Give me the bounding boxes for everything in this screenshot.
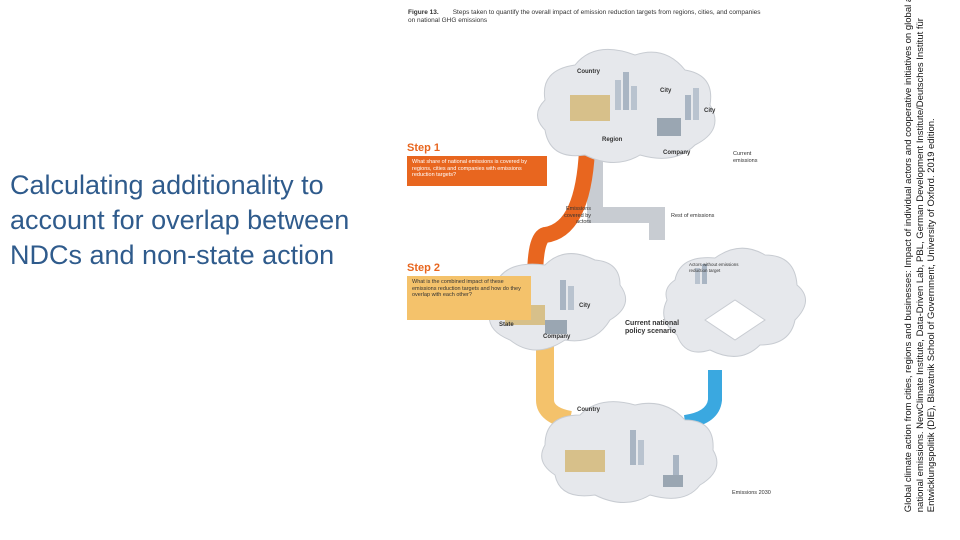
label-country-bottom: Country [577, 407, 600, 413]
cloud-middle-right [663, 247, 806, 357]
source-citation: Global climate action from cities, regio… [883, 0, 960, 540]
cloud-top [537, 48, 716, 163]
orange-ribbon [527, 149, 595, 281]
label-emissions-covered: Emissions covered by actors [564, 206, 591, 225]
cloud-bottom [541, 401, 718, 503]
label-actors-without-target: Actors without emissions reduction targe… [689, 262, 739, 273]
label-current-policy: Current national policy scenario [625, 320, 680, 335]
yellow-ribbon [536, 345, 573, 429]
source-text: Global climate action from cities, regio… [902, 0, 937, 513]
label-state: State [499, 322, 514, 328]
step2-question: What is the combined impact of these emi… [407, 276, 531, 320]
label-current-emissions: Current emissions [733, 151, 758, 164]
label-emissions-2030: Emissions 2030 [732, 490, 771, 496]
label-city-2: City [704, 108, 716, 114]
label-region: Region [602, 137, 623, 143]
slide-title: Calculating additionality to account for… [10, 170, 350, 270]
label-city-1: City [660, 88, 672, 94]
figure-number: Figure 13. [408, 9, 439, 16]
grey-ribbon-top [587, 150, 665, 240]
label-city-mid: City [579, 303, 591, 309]
label-company-mid: Company [543, 334, 571, 340]
label-rest-of-emissions: Rest of emissions [671, 213, 715, 219]
label-country-top: Country [577, 69, 600, 75]
figure-caption-text: Steps taken to quantify the overall impa… [408, 9, 761, 24]
figure: Figure 13.Steps taken to quantify the ov… [395, 0, 875, 540]
step2-label: Step 2 [407, 262, 441, 274]
label-company-top: Company [663, 150, 691, 156]
figure-diagram [485, 48, 806, 503]
step1-label: Step 1 [407, 142, 441, 154]
figure-caption: Figure 13.Steps taken to quantify the ov… [408, 9, 768, 25]
step1-question: What share of national emissions is cove… [407, 156, 547, 186]
blue-ribbon [683, 370, 722, 429]
